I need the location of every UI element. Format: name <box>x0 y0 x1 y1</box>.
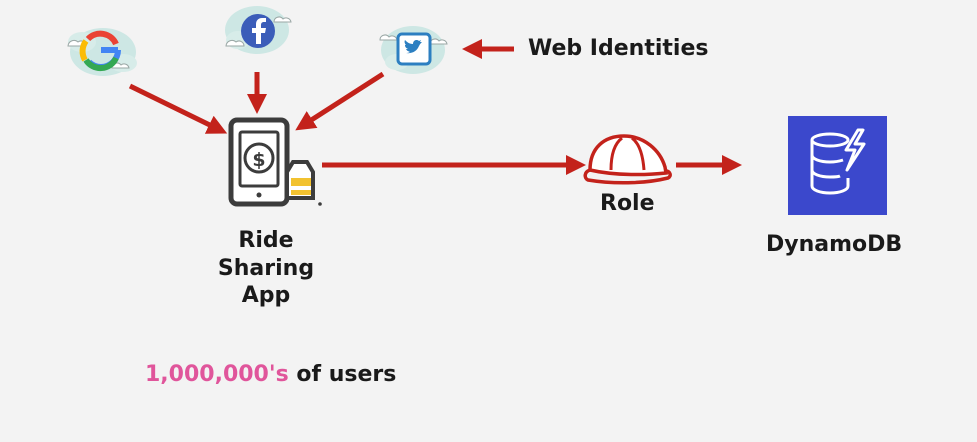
twitter-icon <box>379 26 448 74</box>
app-label-line-3: App <box>241 283 291 308</box>
ride-sharing-app-label: Ride Sharing App <box>196 227 336 310</box>
users-caption-text: of users <box>288 362 397 387</box>
dynamodb-label: DynamoDB <box>766 232 903 257</box>
ride-sharing-app-icon: $ <box>228 117 322 207</box>
dynamodb-icon <box>788 116 887 215</box>
app-label-line-2: Sharing <box>217 255 315 281</box>
role-label: Role <box>600 191 655 216</box>
google-icon <box>67 28 137 76</box>
facebook-icon <box>225 6 292 54</box>
app-label-line-1: Ride <box>238 228 294 253</box>
users-caption: 1,000,000's of users <box>145 362 396 387</box>
role-helmet-icon <box>583 134 672 185</box>
web-identities-label: Web Identities <box>528 36 709 61</box>
users-count: 1,000,000's <box>145 362 289 387</box>
svg-text:$: $ <box>252 149 265 171</box>
arrow-twitter-to-app <box>295 71 385 131</box>
arrow-google-to-app <box>128 83 228 134</box>
